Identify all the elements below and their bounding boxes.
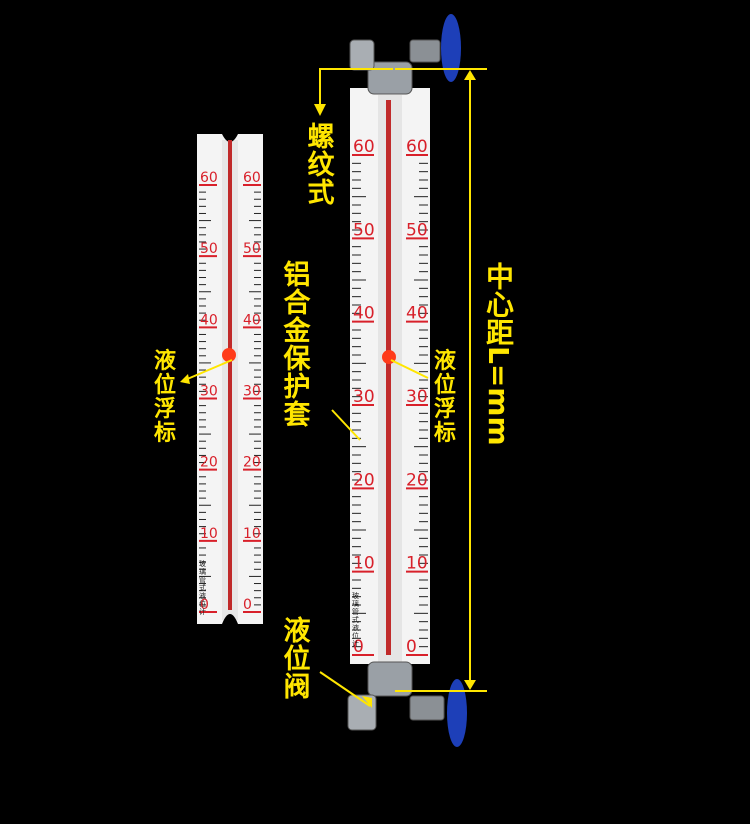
scale-number-right: 30	[243, 384, 261, 400]
scale-number-right: 20	[243, 455, 261, 471]
valve-arrow-head	[362, 696, 372, 708]
scale-number-left: 10	[353, 554, 375, 574]
scale-number-right: 50	[406, 220, 428, 240]
threaded-arrow-head	[314, 104, 326, 116]
bottom-valve	[347, 661, 467, 747]
sleeve-leader-line	[331, 409, 361, 441]
scale-number-left: 50	[353, 220, 375, 240]
scale-number-right: 30	[406, 387, 428, 407]
scale-number-left: 40	[353, 304, 375, 324]
top-handwheel-icon	[441, 14, 461, 82]
scale-number-left: 60	[200, 170, 218, 186]
scale-number-right: 10	[406, 554, 428, 574]
left-scale-ticks: 0 0 10 10 20 20 30 30 40 40 50 50 60 60	[199, 170, 261, 613]
right-gauge: 0 0 10 10 20 20 30 30 40 40 50 50 60 60	[331, 14, 467, 747]
left-top-notch	[222, 134, 238, 142]
dimension-top-arrow	[464, 70, 476, 80]
label-float-left: 液位浮标	[153, 349, 176, 446]
left-float-ball	[222, 348, 236, 362]
scale-number-left: 30	[353, 387, 375, 407]
top-valve-connector	[349, 39, 375, 71]
scale-number-right: 40	[243, 312, 261, 328]
scale-number-right: 0	[243, 597, 252, 613]
top-valve-body	[367, 61, 413, 95]
bottom-valve-stem	[409, 695, 445, 721]
scale-number-left: 0	[200, 597, 209, 613]
right-float-leader-line	[390, 359, 429, 379]
label-center-distance: 中心距L=mm	[482, 262, 515, 446]
top-valve	[349, 14, 461, 95]
left-float-arrow	[180, 374, 190, 384]
bottom-handwheel-icon	[447, 679, 467, 747]
label-aluminum-sleeve: 铝合金保护套	[283, 260, 311, 431]
scale-number-right: 40	[406, 304, 428, 324]
left-float-leader-line	[184, 359, 233, 381]
scale-number-right: 0	[406, 637, 417, 657]
scale-number-right: 20	[406, 470, 428, 490]
scale-number-left: 10	[200, 526, 218, 542]
scale-number-left: 0	[353, 637, 364, 657]
label-threaded-type: 螺纹式	[307, 122, 335, 209]
scale-number-left: 60	[353, 137, 375, 157]
scale-number-right: 60	[243, 170, 261, 186]
scale-number-right: 50	[243, 241, 261, 257]
label-float-right: 液位浮标	[433, 349, 456, 446]
scale-number-left: 50	[200, 241, 218, 257]
scale-number-left: 20	[353, 470, 375, 490]
left-bottom-notch	[222, 614, 238, 624]
left-red-liquid-line	[228, 140, 232, 610]
bottom-valve-body	[367, 661, 413, 697]
scale-number-right: 60	[406, 137, 428, 157]
threaded-arrow-line	[319, 68, 393, 105]
top-valve-stem	[409, 39, 441, 63]
scale-number-left: 30	[200, 384, 218, 400]
right-product-text: 玻璃管式液位计	[352, 592, 359, 648]
scale-number-right: 10	[243, 526, 261, 542]
dimension-bottom-arrow	[464, 680, 476, 690]
scale-number-left: 40	[200, 312, 218, 328]
scale-number-left: 20	[200, 455, 218, 471]
right-scale-ticks: 0 0 10 10 20 20 30 30 40 40 50 50 60 60	[352, 137, 428, 657]
valve-leader-line	[319, 671, 371, 707]
label-level-valve: 液位阀	[283, 616, 311, 703]
left-product-text: 玻璃管式液位计	[199, 560, 206, 616]
right-red-liquid-line	[386, 100, 391, 655]
left-gauge: 0 0 10 10 20 20 30 30 40 40 50 50 60 60	[180, 134, 263, 624]
